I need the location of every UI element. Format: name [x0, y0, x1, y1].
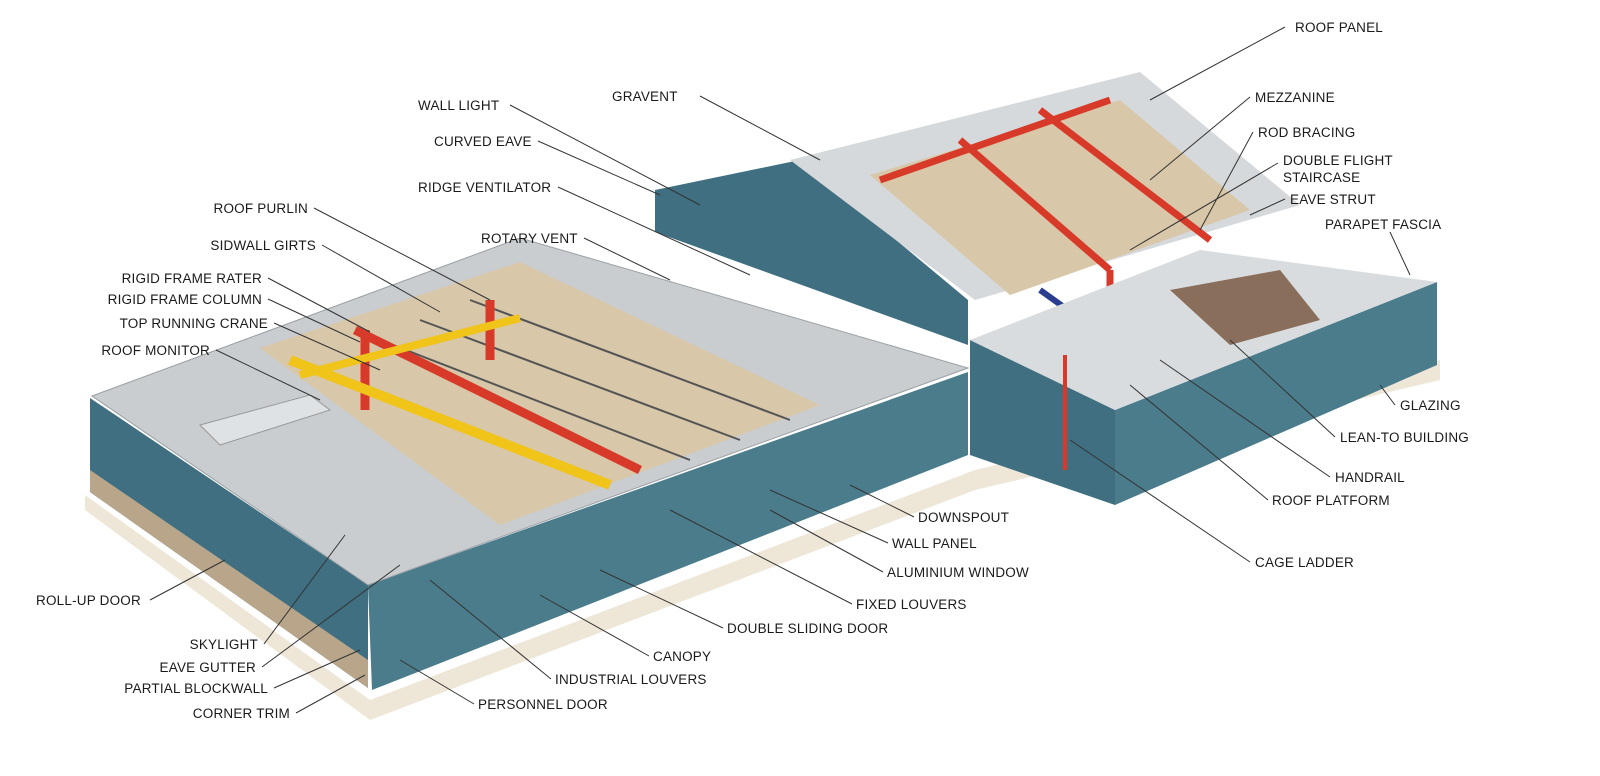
- label-handrail: HANDRAIL: [1335, 470, 1405, 485]
- label-ridge-ventilator: RIDGE VENTILATOR: [418, 180, 552, 195]
- label-sidwall-girts: SIDWALL GIRTS: [210, 238, 316, 253]
- label-wall-panel: WALL PANEL: [892, 536, 977, 551]
- label-double-sliding-door: DOUBLE SLIDING DOOR: [727, 621, 889, 636]
- interior-floor: [260, 262, 820, 525]
- crane-beam: [288, 355, 612, 490]
- partial-blockwall: [90, 470, 368, 688]
- lean-to-side-wall: [1115, 282, 1437, 505]
- label-roof-panel: ROOF PANEL: [1295, 20, 1384, 35]
- label-personnel-door: PERSONNEL DOOR: [478, 697, 608, 712]
- label-fixed-louvers: FIXED LOUVERS: [856, 597, 967, 612]
- label-industrial-louvers: INDUSTRIAL LOUVERS: [555, 672, 707, 687]
- lean-to-cutout: [1170, 270, 1320, 345]
- label-partial-blockwall: PARTIAL BLOCKWALL: [124, 681, 268, 696]
- label-canopy: CANOPY: [653, 649, 712, 664]
- label-aluminium-window: ALUMINIUM WINDOW: [887, 565, 1029, 580]
- label-eave-strut: EAVE STRUT: [1290, 192, 1376, 207]
- label-eave-gutter: EAVE GUTTER: [159, 660, 256, 675]
- label-curved-eave: CURVED EAVE: [434, 134, 532, 149]
- label-parapet-fascia: PARAPET FASCIA: [1325, 217, 1442, 232]
- label-roof-purlin: ROOF PURLIN: [213, 201, 308, 216]
- label-double-flight: DOUBLE FLIGHT: [1283, 153, 1393, 168]
- label-rigid-frame-rater: RIGID FRAME RATER: [121, 271, 262, 286]
- label-top-running-crane: TOP RUNNING CRANE: [119, 316, 268, 331]
- label-roll-up-door: ROLL-UP DOOR: [36, 593, 141, 608]
- label-mezzanine: MEZZANINE: [1255, 90, 1335, 105]
- label-glazing: GLAZING: [1400, 398, 1461, 413]
- rigid-frames: [353, 300, 642, 475]
- label-gravent: GRAVENT: [612, 89, 678, 104]
- label-rotary-vent: ROTARY VENT: [481, 231, 578, 246]
- label-wall-light: WALL LIGHT: [418, 98, 500, 113]
- tall-building-wall: [655, 160, 968, 345]
- lean-to-end-wall: [970, 340, 1115, 505]
- label-cage-ladder: CAGE LADDER: [1255, 555, 1354, 570]
- roof-monitor: [199, 394, 332, 446]
- label-roof-platform: ROOF PLATFORM: [1272, 493, 1390, 508]
- label-skylight: SKYLIGHT: [189, 637, 258, 652]
- lean-to-roof: [970, 250, 1437, 410]
- label-corner-trim: CORNER TRIM: [192, 706, 290, 721]
- label-rod-bracing: ROD BRACING: [1258, 125, 1356, 140]
- label-rigid-frame-column: RIGID FRAME COLUMN: [107, 292, 262, 307]
- label-downspout: DOWNSPOUT: [918, 510, 1010, 525]
- tall-frames: [878, 96, 1213, 330]
- roof-purlins: [379, 299, 791, 461]
- side-wall: [368, 372, 968, 690]
- label-roof-monitor: ROOF MONITOR: [101, 343, 210, 358]
- label-staircase: STAIRCASE: [1283, 170, 1361, 185]
- crane-girder: [298, 314, 522, 379]
- leader-lines: [149, 26, 1411, 714]
- label-lean-to-building: LEAN-TO BUILDING: [1340, 430, 1469, 445]
